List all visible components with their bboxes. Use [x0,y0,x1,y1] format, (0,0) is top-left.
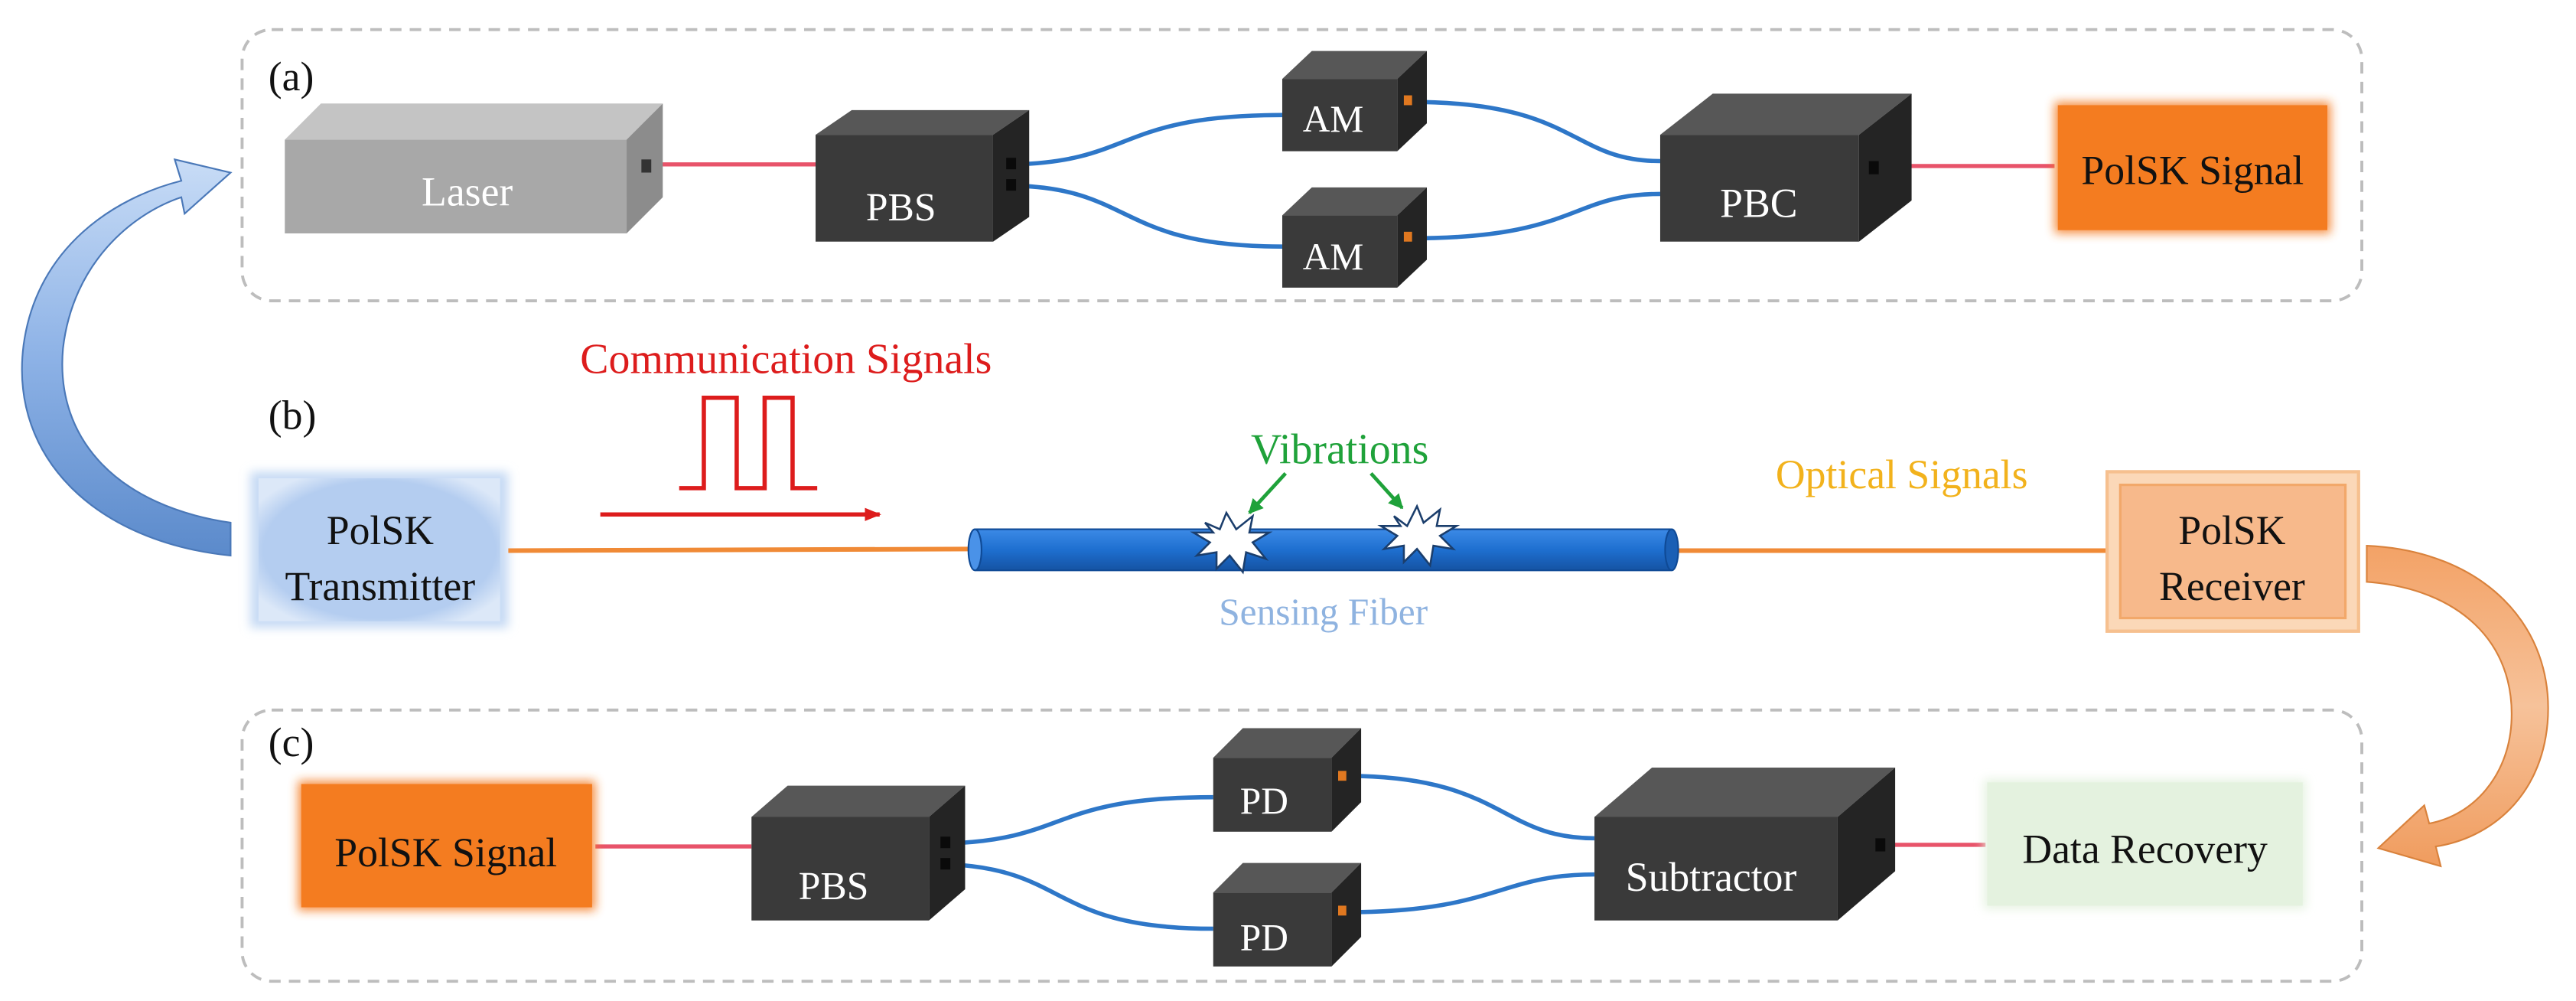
communication-pulses-icon [679,395,818,491]
subtractor-box: Subtractor [1594,768,1896,921]
communication-signals-label: Communication Signals [580,336,992,383]
polsk-receiver-line1: PolSK [2178,507,2285,553]
fiber-am-bottom-pbc [1410,191,1660,241]
fiber-transmitter-sensing [508,546,975,553]
am-bottom-label: AM [1303,236,1364,278]
vibrations-label: Vibrations [1251,426,1428,474]
polsk-receiver-box: PolSK Receiver [2105,470,2360,633]
pbs-a-label: PBS [866,186,936,230]
pd-bottom-label: PD [1240,916,1288,958]
vibration-arrow-left [1248,471,1288,514]
panel-a-label: (a) [269,54,314,99]
fiber-pbs-am-bottom [1015,183,1282,249]
polsk-signal-a-label: PolSK Signal [2081,148,2304,194]
am-top-label: AM [1303,98,1364,140]
polsk-transmitter-box: PolSK Transmitter [250,471,509,628]
pd-top-label: PD [1240,780,1288,822]
sensing-fiber [967,528,1679,572]
sensing-fiber-label: Sensing Fiber [1219,591,1428,633]
vibration-arrow-right [1369,471,1404,510]
subtractor-label: Subtractor [1626,854,1797,900]
fiber-pd-bottom-subtractor [1344,872,1595,915]
pbc-box: PBC [1659,93,1912,242]
pbs-c-label: PBS [799,865,869,908]
vibration-burst-icon-right [1377,504,1461,568]
pbs-box-a: PBS [816,109,1030,242]
polsk-signal-c-box: PolSK Signal [298,781,596,911]
vibration-burst-icon-left [1190,510,1273,575]
fiber-pbs-am-top [1015,112,1282,167]
laser-label: Laser [422,168,513,214]
pbc-label: PBC [1720,181,1797,227]
fiber-pbs-pd-bottom [953,862,1213,931]
transmitter-to-panel-a-arrow [21,158,233,557]
optical-signals-label: Optical Signals [1776,452,2028,497]
polsk-transmitter-line2: Transmitter [285,563,476,609]
panel-c-label: (c) [269,719,314,765]
polsk-signal-c-label: PolSK Signal [334,830,557,875]
am-box-top: AM [1281,51,1427,152]
polsk-receiver-line2: Receiver [2159,563,2305,609]
fiber-pd-top-subtractor [1344,773,1595,841]
fiber-pbs-pd-top [953,794,1213,846]
pd-box-top: PD [1213,728,1362,832]
fiber-am-top-pbc [1410,99,1660,164]
receiver-to-panel-c-arrow [2366,544,2549,868]
polsk-transmitter-line1: PolSK [327,507,434,553]
laser-box: Laser [285,103,663,233]
panel-c-border [240,708,2364,983]
polsk-signal-a-box: PolSK Signal [2054,102,2331,233]
pd-box-bottom: PD [1213,862,1362,967]
pbs-box-c: PBS [751,785,966,921]
panel-b-label: (b) [269,393,317,439]
data-recovery-label: Data Recovery [2022,827,2268,872]
data-recovery-box: Data Recovery [1984,779,2307,909]
panel-a-border [240,28,2364,302]
am-box-bottom: AM [1281,187,1427,288]
